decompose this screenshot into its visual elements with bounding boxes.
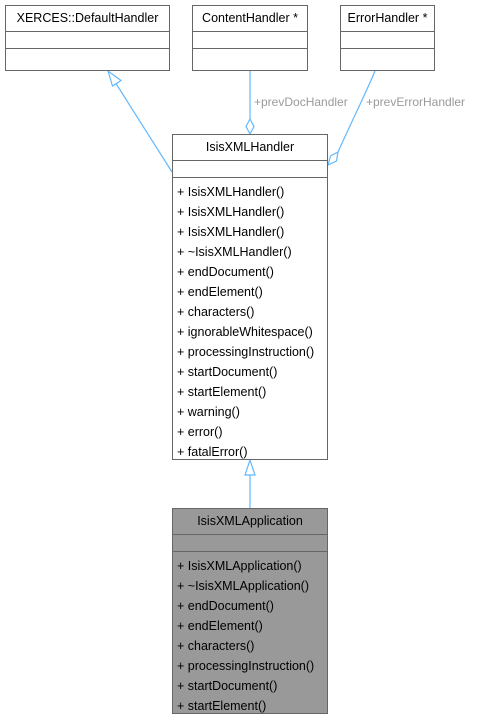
operations-compartment <box>193 49 307 63</box>
operation-item: + fatalError() <box>177 445 248 459</box>
operation-item: + IsisXMLHandler() <box>177 205 285 219</box>
attributes-compartment <box>6 32 169 49</box>
operation-item: + ~IsisXMLHandler() <box>177 245 292 259</box>
attributes-compartment <box>173 161 327 178</box>
aggregation-diamond-content <box>245 117 255 136</box>
operation-item: + startDocument() <box>177 365 278 379</box>
inheritance-arrowhead-xerces <box>106 69 123 87</box>
operation-item: + endDocument() <box>177 599 274 613</box>
class-box-isis-xml-handler[interactable]: IsisXMLHandler + IsisXMLHandler() + Isis… <box>172 134 328 460</box>
class-name: ContentHandler * <box>193 6 307 32</box>
class-name: ErrorHandler * <box>341 6 434 32</box>
attributes-compartment <box>193 32 307 49</box>
class-box-xerces-default-handler[interactable]: XERCES::DefaultHandler <box>5 5 170 71</box>
operations-compartment <box>341 49 434 63</box>
class-box-isis-xml-application[interactable]: IsisXMLApplication + IsisXMLApplication(… <box>172 508 328 714</box>
operations-compartment: + IsisXMLHandler() + IsisXMLHandler() + … <box>173 178 327 462</box>
operation-item: + startElement() <box>177 699 267 713</box>
operation-item: + IsisXMLHandler() <box>177 225 285 239</box>
operation-item: + characters() <box>177 305 255 319</box>
attributes-compartment <box>173 535 327 552</box>
operation-item: + endDocument() <box>177 265 274 279</box>
class-box-content-handler[interactable]: ContentHandler * <box>192 5 308 71</box>
edge-label-prev-error-handler: +prevErrorHandler <box>366 95 466 109</box>
operation-item: + startDocument() <box>177 679 278 693</box>
operation-item: + processingInstruction() <box>177 345 315 359</box>
operations-compartment <box>6 49 169 63</box>
class-box-error-handler[interactable]: ErrorHandler * <box>340 5 435 71</box>
operation-item: + ~IsisXMLApplication() <box>177 579 310 593</box>
aggregation-edge-error <box>337 70 376 153</box>
operation-item: + ignorableWhitespace() <box>177 325 313 339</box>
operation-item: + endElement() <box>177 619 263 633</box>
operation-item: + characters() <box>177 639 255 653</box>
class-name: IsisXMLApplication <box>173 509 327 535</box>
attributes-compartment <box>341 32 434 49</box>
class-name: IsisXMLHandler <box>173 135 327 161</box>
operation-item: + warning() <box>177 405 240 419</box>
operation-item: + IsisXMLHandler() <box>177 185 285 199</box>
aggregation-diamond-error <box>327 150 339 167</box>
inheritance-arrowhead-handler <box>244 458 256 476</box>
operation-item: + endElement() <box>177 285 263 299</box>
operation-item: + IsisXMLApplication() <box>177 559 302 573</box>
operation-item: + startElement() <box>177 385 267 399</box>
operation-item: + processingInstruction() <box>177 659 315 673</box>
class-name: XERCES::DefaultHandler <box>6 6 169 32</box>
edge-label-prev-doc-handler: +prevDocHandler <box>254 95 348 109</box>
operations-compartment: + IsisXMLApplication() + ~IsisXMLApplica… <box>173 552 327 716</box>
operation-item: + error() <box>177 425 223 439</box>
inheritance-edge-xerces <box>114 81 173 173</box>
